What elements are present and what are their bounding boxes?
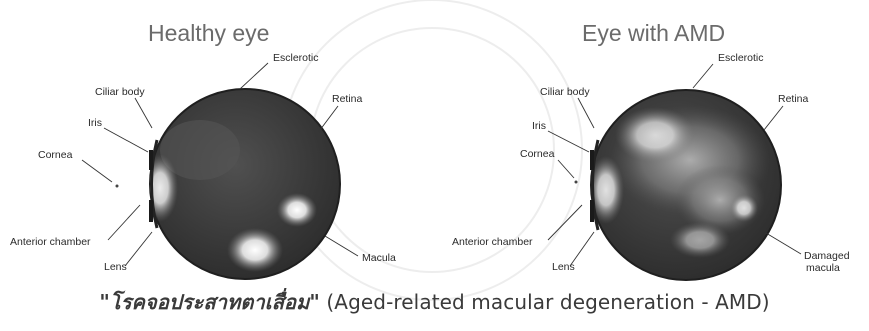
leader-esclerotic: [240, 63, 268, 89]
amd-eyeball: [588, 90, 781, 280]
label-iris-amd: Iris: [532, 120, 546, 132]
label-ciliar-body: Ciliar body: [95, 86, 145, 98]
label-damaged-macula-line2: macula: [806, 262, 840, 274]
label-anterior-chamber: Anterior chamber: [10, 236, 91, 248]
leader-retina: [320, 106, 338, 130]
caption-english: (Aged-related macular degeneration - AMD…: [320, 290, 770, 314]
label-esclerotic: Esclerotic: [273, 52, 319, 64]
label-cornea-amd: Cornea: [520, 148, 555, 160]
leader-retina-amd: [764, 106, 783, 130]
leader-cornea-amd: [558, 160, 574, 178]
label-esclerotic-amd: Esclerotic: [718, 52, 764, 64]
leader-damaged-macula: [766, 233, 801, 254]
cornea-dot-amd: [575, 181, 578, 184]
leader-lens: [125, 232, 152, 266]
label-lens-amd: Lens: [552, 261, 575, 273]
label-damaged-macula-line1: Damaged: [804, 250, 850, 262]
healthy-eye-panel: Healthy eye Esclerotic Ciliar body Retin…: [10, 20, 396, 279]
healthy-eye-title: Healthy eye: [148, 20, 269, 46]
leader-ciliar-body: [135, 98, 152, 128]
caption-thai: "โรคจอประสาทตาเสื่อม": [99, 290, 320, 314]
label-retina-amd: Retina: [778, 93, 809, 105]
leader-iris: [104, 128, 148, 152]
label-anterior-chamber-amd: Anterior chamber: [452, 236, 533, 248]
amd-eye-title: Eye with AMD: [582, 20, 725, 46]
leader-cornea: [82, 160, 112, 182]
healthy-eyeball: [142, 89, 340, 279]
leader-anterior-chamber-amd: [548, 205, 582, 240]
leader-anterior-chamber: [108, 205, 140, 240]
leader-esclerotic-amd: [693, 64, 713, 88]
label-lens: Lens: [104, 261, 127, 273]
label-cornea: Cornea: [38, 149, 73, 161]
label-iris: Iris: [88, 117, 102, 129]
label-macula: Macula: [362, 252, 396, 264]
leader-macula: [325, 236, 358, 256]
label-retina: Retina: [332, 93, 363, 105]
cornea-dot: [116, 185, 119, 188]
leader-lens-amd: [570, 232, 594, 266]
label-ciliar-body-amd: Ciliar body: [540, 86, 590, 98]
amd-eye-panel: Eye with AMD Esclerotic Ciliar body Reti…: [452, 20, 850, 280]
figure-caption: "โรคจอประสาทตาเสื่อม" (Aged-related macu…: [0, 286, 869, 318]
